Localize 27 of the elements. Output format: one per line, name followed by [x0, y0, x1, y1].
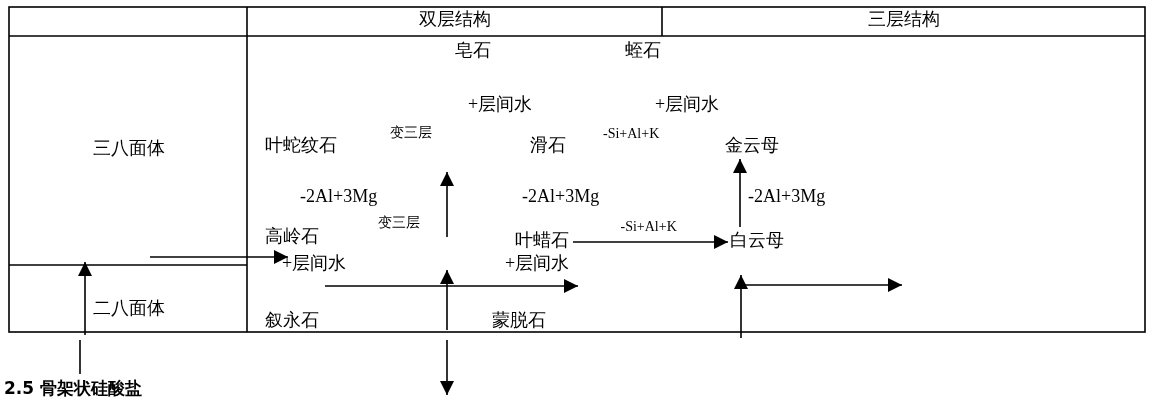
arrow	[572, 235, 729, 249]
section-heading: 2.5 骨架状硅酸盐	[4, 378, 143, 399]
header-text: 三八面体	[91, 138, 166, 160]
arrow	[733, 158, 747, 228]
annotation: 变三层	[390, 125, 432, 142]
mineral-name: 高岭石	[265, 223, 323, 249]
mineral-name: 皂石	[455, 37, 495, 63]
annotation: +层间水	[655, 94, 720, 116]
header-text: 双层结构	[417, 9, 492, 31]
mineral-name: 白云母	[730, 227, 788, 253]
header-text: 三层结构	[866, 9, 941, 31]
annotation: 变三层	[378, 215, 420, 232]
annotation: -2Al+3Mg	[300, 186, 378, 208]
annotation: +层间水	[505, 253, 570, 275]
annotation: +层间水	[282, 253, 347, 275]
annotation: +层间水	[468, 94, 533, 116]
mineral-name: 滑石	[530, 132, 570, 158]
mineral-name: 蒙脱石	[492, 307, 550, 333]
mineral-name: 叙永石	[265, 307, 323, 333]
header-text: 二八面体	[91, 298, 166, 320]
mineral-name: 蛭石	[625, 37, 665, 63]
annotation: -Si+Al+K	[603, 126, 660, 143]
mineral-name: 金云母	[725, 132, 783, 158]
mineral-name: 叶蛇纹石	[265, 132, 341, 158]
mineral-name: 叶蜡石	[515, 227, 573, 253]
annotation: -2Al+3Mg	[748, 186, 826, 208]
annotation: -2Al+3Mg	[522, 186, 600, 208]
